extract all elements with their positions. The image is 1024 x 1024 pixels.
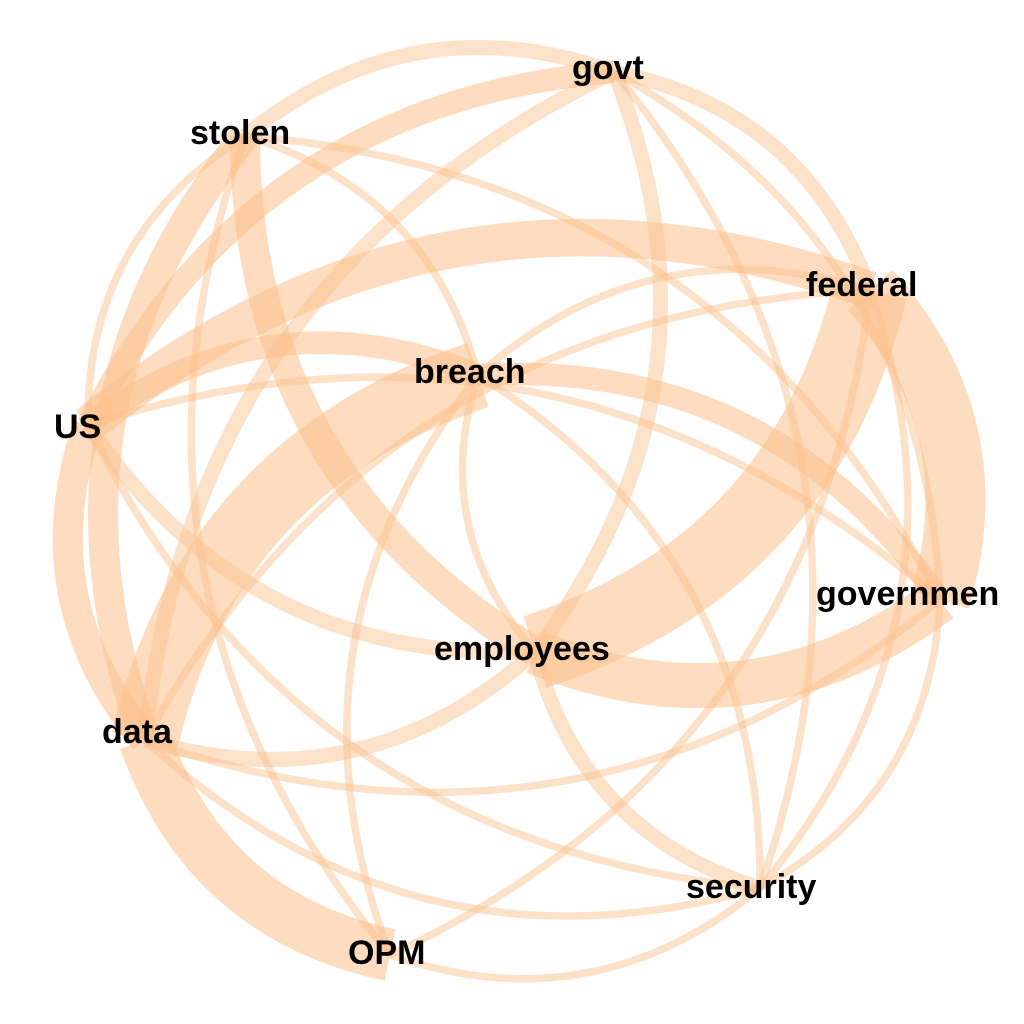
edge-opm-security [388,885,763,983]
edge-security-government [758,599,944,892]
edge-govt-federal [612,64,878,293]
edge-us-federal [76,218,877,440]
edge-employees-security [527,650,763,896]
edge-stolen-govt [240,39,617,142]
edge-us-employees [81,420,536,661]
node-label-opm: OPM [348,934,425,972]
labels-layer: govt federal governmen security OPM data… [54,49,999,972]
node-label-federal: federal [806,266,918,304]
edge-data-opm [120,731,396,981]
node-label-data: data [102,713,173,751]
edge-breach-data [112,342,489,748]
node-label-employees: employees [434,630,610,668]
edge-breach-government [477,362,950,607]
edge-employees-federal [523,281,907,688]
node-label-govt: govt [572,49,644,87]
edge-employees-government [526,581,954,709]
edge-govt-employees [529,69,668,657]
edge-stolen-breach [243,132,482,376]
node-label-us: US [54,408,101,446]
edge-breach-opm [343,372,481,957]
edges-layer [52,39,986,983]
edge-us-security [84,423,761,892]
node-label-breach: breach [414,353,526,391]
node-label-stolen: stolen [190,114,290,152]
edge-data-security [142,737,762,920]
node-label-government: governmen [816,575,999,613]
node-label-security: security [686,868,816,906]
edge-data-employees [142,646,541,767]
edge-us-government [86,373,943,603]
edge-stolen-government [244,132,944,602]
